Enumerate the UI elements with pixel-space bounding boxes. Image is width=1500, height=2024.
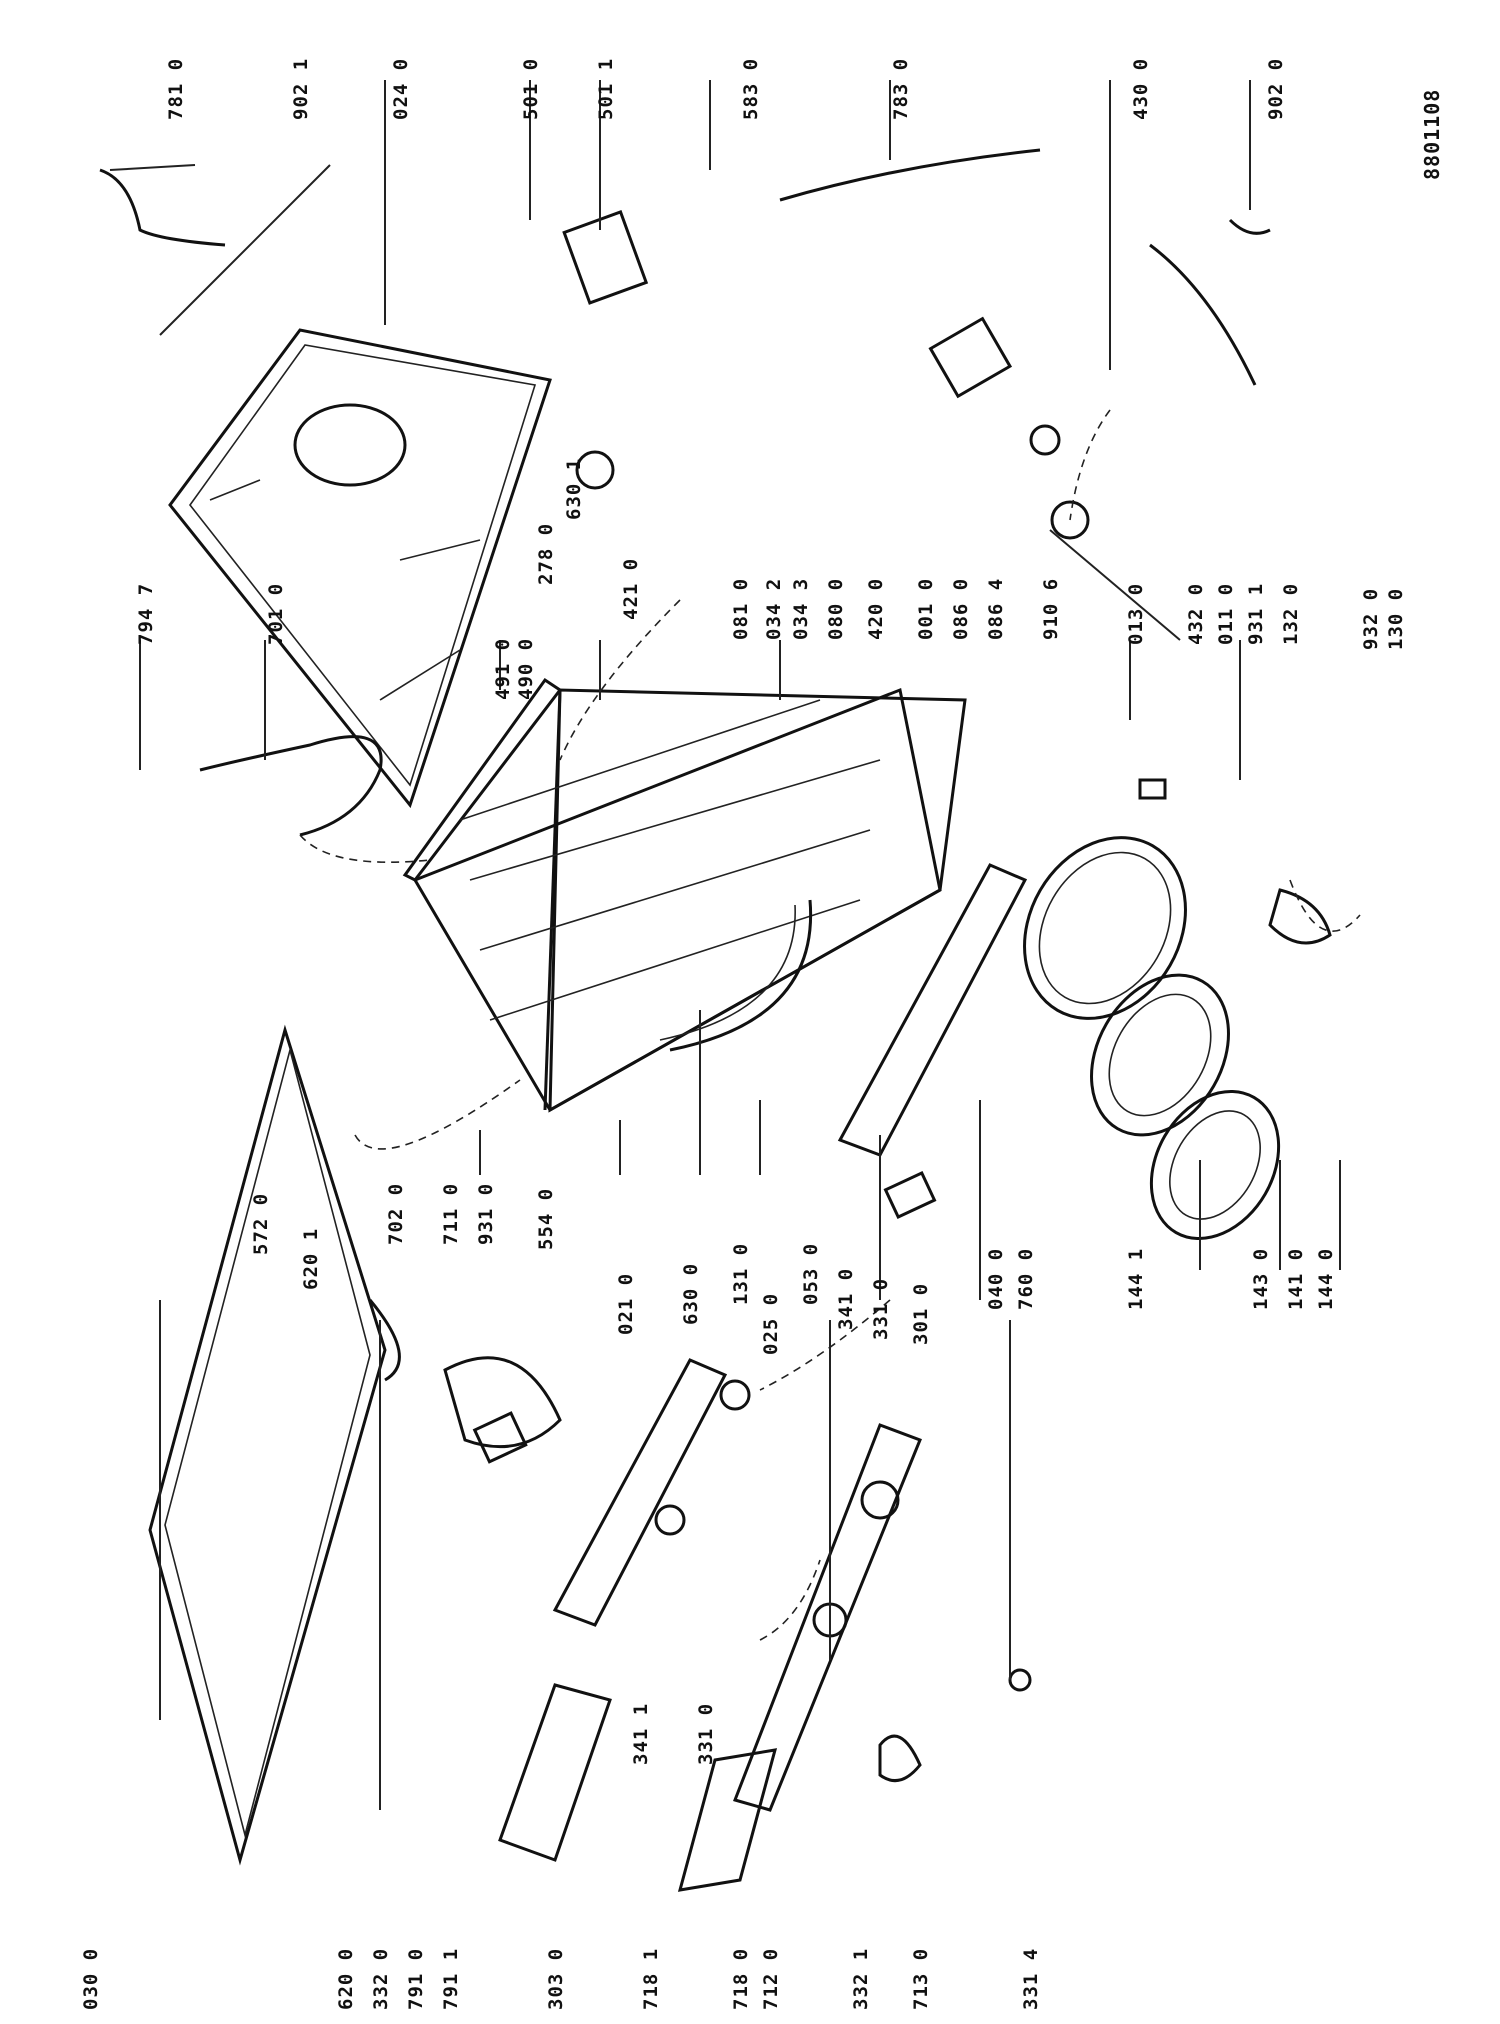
part-label: 144 0 — [1315, 1247, 1337, 1310]
part-label: 620 1 — [300, 1227, 322, 1290]
part-label: 583 0 — [740, 57, 762, 120]
top-panel-part — [168, 328, 552, 809]
part-label: 131 0 — [730, 1242, 752, 1305]
part-label: 794 7 — [135, 582, 157, 645]
part-label: 130 0 — [1385, 587, 1407, 650]
front-strip-part — [837, 863, 1028, 1157]
part-label: 630 0 — [680, 1262, 702, 1325]
part-label: 040 0 — [985, 1247, 1007, 1310]
part-label: 021 0 — [615, 1272, 637, 1335]
part-label: 144 1 — [1125, 1247, 1147, 1310]
part-label: 711 0 — [440, 1182, 462, 1245]
part-label: 630 1 — [563, 457, 585, 520]
part-label: 080 0 — [825, 577, 847, 640]
part-label: 331 4 — [1020, 1947, 1042, 2010]
part-label: 910 6 — [1040, 577, 1062, 640]
part-label: 011 0 — [1215, 582, 1237, 645]
part-label: 341 0 — [835, 1267, 857, 1330]
part-label: 554 0 — [535, 1187, 557, 1250]
part-label: 086 4 — [985, 577, 1007, 640]
part-label: 141 0 — [1285, 1247, 1307, 1310]
part-label: 430 0 — [1130, 57, 1152, 120]
leader-lines — [109, 80, 1341, 1810]
part-label: 701 0 — [265, 582, 287, 645]
part-label: 001 0 — [915, 577, 937, 640]
part-label: 025 0 — [760, 1292, 782, 1355]
door-rings-part — [1023, 836, 1281, 1241]
part-label: 421 0 — [620, 557, 642, 620]
part-label: 760 0 — [1015, 1247, 1037, 1310]
part-label: 420 0 — [865, 577, 887, 640]
part-label: 931 1 — [1245, 582, 1267, 645]
part-label: 702 0 — [385, 1182, 407, 1245]
dispenser-part — [498, 1683, 778, 1892]
part-label: 278 0 — [535, 522, 557, 585]
part-label: 491 0 — [492, 637, 514, 700]
part-label: 030 0 — [80, 1947, 102, 2010]
part-label: 024 0 — [390, 57, 412, 120]
part-label: 034 2 — [763, 577, 785, 640]
part-label: 902 1 — [290, 57, 312, 120]
part-label: 932 0 — [1360, 587, 1382, 650]
lid-part — [148, 1024, 387, 1866]
part-label: 620 0 — [335, 1947, 357, 2010]
part-label: 303 0 — [545, 1947, 567, 2010]
drain-hose-part — [779, 148, 1257, 386]
part-label: 331 0 — [695, 1702, 717, 1765]
part-label: 013 0 — [1125, 582, 1147, 645]
part-label: 432 0 — [1185, 582, 1207, 645]
part-label: 718 0 — [730, 1947, 752, 2010]
part-label: 718 1 — [640, 1947, 662, 2010]
part-label: 332 0 — [370, 1947, 392, 2010]
part-label: 081 0 — [730, 577, 752, 640]
dashed-connections — [299, 409, 1361, 1641]
drawing-reference-number: 8801108 — [1420, 88, 1444, 180]
small-parts — [99, 168, 1332, 1783]
part-label: 301 0 — [910, 1282, 932, 1345]
part-label: 331 0 — [870, 1277, 892, 1340]
part-label: 791 0 — [405, 1947, 427, 2010]
part-label: 783 0 — [890, 57, 912, 120]
part-label: 781 0 — [165, 57, 187, 120]
cabinet-body-part — [402, 677, 967, 1113]
part-label: 791 1 — [440, 1947, 462, 2010]
part-label: 332 1 — [850, 1947, 872, 2010]
part-label: 132 0 — [1280, 582, 1302, 645]
part-label: 501 1 — [595, 57, 617, 120]
part-label: 902 0 — [1265, 57, 1287, 120]
part-label: 490 0 — [515, 637, 537, 700]
inlet-hose-part — [199, 735, 383, 837]
part-label: 053 0 — [800, 1242, 822, 1305]
pump-part — [928, 316, 1090, 540]
part-label: 034 3 — [790, 577, 812, 640]
part-label: 341 1 — [630, 1702, 652, 1765]
part-label: 143 0 — [1250, 1247, 1272, 1310]
control-panel-part — [552, 1358, 751, 1627]
part-label: 572 0 — [250, 1192, 272, 1255]
part-label: 931 0 — [475, 1182, 497, 1245]
part-label: 712 0 — [760, 1947, 782, 2010]
part-label: 086 0 — [950, 577, 972, 640]
part-label: 501 0 — [520, 57, 542, 120]
part-label: 713 0 — [910, 1947, 932, 2010]
